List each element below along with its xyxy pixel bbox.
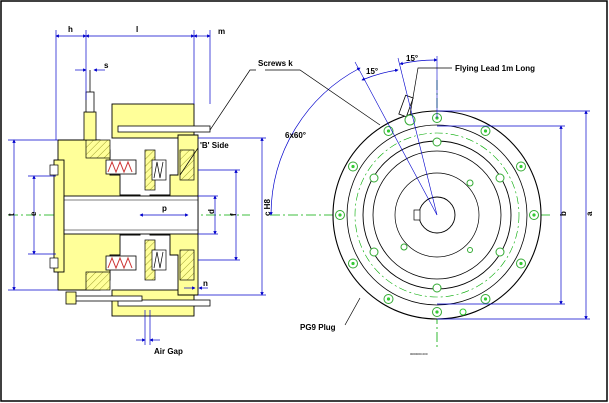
section-leaders: [179, 69, 256, 176]
hub-ring: [394, 172, 480, 258]
section-view: h l m s Screws k 'B' Side p d f e t c H8…: [7, 25, 293, 356]
upper-spring: [151, 159, 167, 181]
label-15a: 15°: [366, 67, 378, 76]
upper-hub-block: [111, 103, 195, 139]
left-screw-lower: [49, 257, 59, 269]
upper-coil: [105, 159, 137, 175]
front-view: 15° 15° 6x60° Flying Lead 1m Long b a PG…: [265, 54, 594, 356]
label-e: e: [29, 211, 38, 216]
label-b: b: [559, 211, 568, 216]
hatched-plate-lower: [179, 249, 195, 281]
front-leaders: [265, 67, 452, 326]
lower-coil: [105, 255, 137, 271]
label-b-side: 'B' Side: [200, 141, 229, 150]
label-n: n: [203, 279, 208, 288]
bottom-bolt: [117, 299, 211, 307]
arc-6x60: [269, 67, 361, 216]
label-s: s: [104, 61, 109, 70]
label-f: f: [229, 213, 238, 216]
label-15b: 15°: [406, 54, 418, 63]
label-flying-lead: Flying Lead 1m Long: [455, 64, 535, 73]
label-t: t: [7, 213, 16, 216]
hatched-hub-lower: [85, 271, 111, 291]
label-air-gap: Air Gap: [154, 347, 183, 356]
lower-left-nut: [65, 291, 77, 305]
label-m: m: [218, 27, 225, 36]
lower-spring: [151, 249, 167, 271]
left-screw: [49, 164, 59, 176]
label-h: h: [68, 25, 73, 34]
lower-left-bolt: [73, 295, 143, 302]
left-flange: [53, 159, 65, 273]
top-bolt: [117, 125, 211, 133]
label-pg9-plug: PG9 Plug: [300, 323, 336, 332]
cable-gland: [83, 70, 97, 141]
label-c-h8: c H8: [263, 199, 272, 216]
inner-screws: [369, 137, 505, 293]
section-dimensions: [8, 30, 266, 345]
hatched-hub-upper: [85, 139, 111, 159]
inner-ring: [372, 150, 502, 280]
label-screws: Screws k: [258, 59, 293, 68]
label-drawing-no: 0000000.000: [410, 352, 428, 356]
label-6x60: 6x60°: [285, 131, 306, 140]
label-a: a: [585, 211, 594, 216]
outer-bolt-centres: [338, 116, 536, 314]
keyway: [413, 209, 421, 221]
front-dimensions: [437, 110, 590, 320]
label-d: d: [207, 209, 216, 214]
angle-rays: [354, 56, 438, 216]
arc-15a: [361, 68, 399, 81]
label-p: p: [162, 204, 167, 213]
label-l: l: [136, 25, 138, 34]
